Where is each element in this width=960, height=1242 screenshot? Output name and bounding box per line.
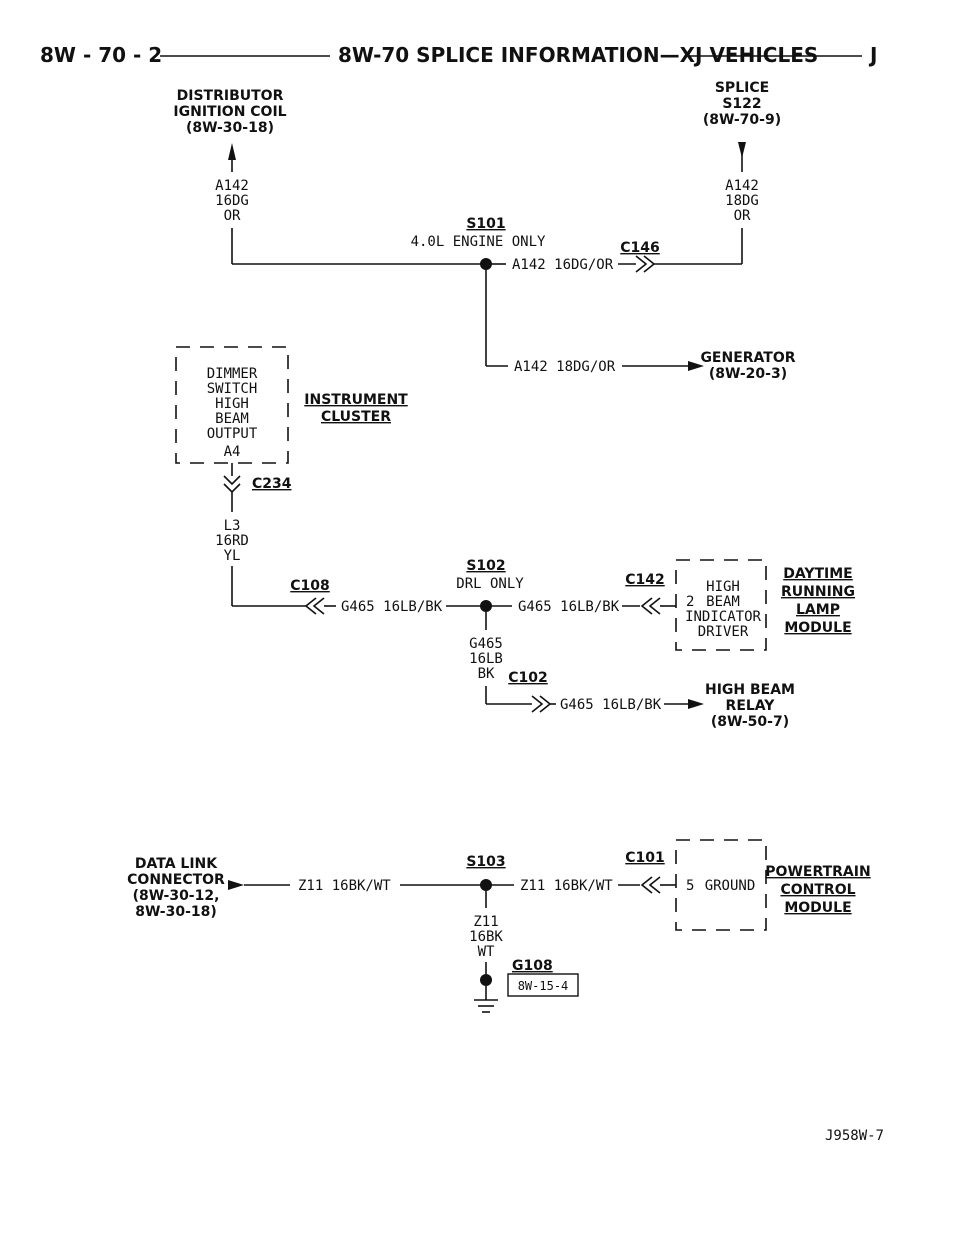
connector-c234-icon <box>223 475 241 494</box>
l3-color: YL <box>224 548 241 564</box>
pcm-label-3: MODULE <box>784 900 851 916</box>
drl-module-label-4: MODULE <box>784 620 851 636</box>
right-wire-color: OR <box>734 208 751 224</box>
ground-symbol-icon <box>474 999 498 1013</box>
drl-module-label-2: RUNNING <box>781 584 855 600</box>
splice-s122-label-3: (8W-70-9) <box>703 112 781 128</box>
cluster-box-pin: A4 <box>224 444 241 460</box>
page-title: 8W-70 SPLICE INFORMATION—XJ VEHICLES <box>338 43 818 67</box>
dlc-label-4: 8W-30-18) <box>135 904 217 920</box>
connector-c102-icon <box>531 695 552 713</box>
l3-circuit: L3 <box>224 518 241 534</box>
s103-down-color: WT <box>478 944 495 960</box>
drl-module-label-1: DAYTIME <box>783 566 853 582</box>
pcm-box <box>675 839 767 931</box>
s102-note: DRL ONLY <box>456 576 524 592</box>
figure-id: J958W-7 <box>825 1128 884 1144</box>
arrow-up-icon <box>228 143 236 160</box>
connector-c146-icon <box>635 255 656 273</box>
right-wire-circuit: A142 <box>725 178 759 194</box>
s103-down-circuit: Z11 <box>473 914 498 930</box>
s103-right-wire-label: Z11 16BK/WT <box>520 878 613 894</box>
instrument-cluster-box <box>175 346 289 464</box>
c142-connector-label: C142 <box>625 572 665 588</box>
distributor-label-1: DISTRIBUTOR <box>177 88 284 104</box>
arrow-left-icon <box>228 880 244 890</box>
splice-dot-s101 <box>480 258 492 270</box>
page-number: 8W - 70 - 2 <box>40 43 162 67</box>
relay-label-1: HIGH BEAM <box>705 682 795 698</box>
vehicle-code: J <box>868 43 877 67</box>
connector-c101-icon <box>640 876 661 894</box>
cluster-box-line-2: SWITCH <box>207 381 258 397</box>
s102-down-gauge: 16LB <box>469 651 503 667</box>
ground-ref-box <box>507 973 579 997</box>
pcm-box-label: GROUND <box>705 878 756 894</box>
right-wire-gauge: 18DG <box>725 193 759 209</box>
cluster-box-line-1: DIMMER <box>207 366 258 382</box>
s103-down-gauge: 16BK <box>469 929 503 945</box>
arrow-right-icon <box>688 699 704 709</box>
generator-label-2: (8W-20-3) <box>709 366 787 382</box>
splice-dot-s102 <box>480 600 492 612</box>
c234-connector-label: C234 <box>252 476 292 492</box>
s102-down-circuit: G465 <box>469 636 503 652</box>
pcm-box-pin: 5 <box>686 878 694 894</box>
splice-dot-s103 <box>480 879 492 891</box>
pcm-label-2: CONTROL <box>780 882 855 898</box>
splice-s122-label-2: S122 <box>722 96 761 112</box>
drl-box-line-1: HIGH <box>706 579 740 595</box>
s102-relay-wire-label: G465 16LB/BK <box>560 697 662 713</box>
s103-section: DATA LINK CONNECTOR (8W-30-12, 8W-30-18)… <box>127 839 871 1013</box>
drl-box-line-2: BEAM <box>706 594 740 610</box>
g108-ground-label: G108 <box>512 958 553 974</box>
dlc-label-1: DATA LINK <box>135 856 218 872</box>
drl-box-line-3: INDICATOR <box>685 609 761 625</box>
relay-label-2: RELAY <box>726 698 776 714</box>
left-wire-circuit: A142 <box>215 178 249 194</box>
c102-connector-label: C102 <box>508 670 548 686</box>
ground-eyelet-icon <box>480 974 492 986</box>
connector-c142-icon <box>640 597 661 615</box>
s102-splice-label: S102 <box>466 558 505 574</box>
s102-section: DIMMER SWITCH HIGH BEAM OUTPUT A4 INSTRU… <box>175 346 855 730</box>
dlc-label-2: CONNECTOR <box>127 872 225 888</box>
distributor-label-2: IGNITION COIL <box>173 104 286 120</box>
c146-connector-label: C146 <box>620 240 660 256</box>
s103-splice-label: S103 <box>466 854 505 870</box>
splice-s122-label-1: SPLICE <box>715 80 769 96</box>
s101-section: DISTRIBUTOR IGNITION COIL (8W-30-18) SPL… <box>173 80 795 382</box>
dlc-label-3: (8W-30-12, <box>133 888 220 904</box>
s102-down-color: BK <box>478 666 495 682</box>
drl-module-box <box>675 559 767 651</box>
s102-right-wire-label: G465 16LB/BK <box>518 599 620 615</box>
left-wire-gauge: 16DG <box>215 193 249 209</box>
cluster-box-line-5: OUTPUT <box>207 426 258 442</box>
drl-box-line-4: DRIVER <box>698 624 749 640</box>
s101-bottom-wire-label: A142 18DG/OR <box>514 359 616 375</box>
s102-left-wire-label: G465 16LB/BK <box>341 599 443 615</box>
s103-left-wire-label: Z11 16BK/WT <box>298 878 391 894</box>
c101-connector-label: C101 <box>625 850 665 866</box>
ground-ref-label: 8W-15-4 <box>518 979 569 993</box>
l3-gauge: 16RD <box>215 533 249 549</box>
pcm-label-1: POWERTRAIN <box>765 864 870 880</box>
c108-connector-label: C108 <box>290 578 330 594</box>
left-wire-color: OR <box>224 208 241 224</box>
instrument-cluster-label-1: INSTRUMENT <box>304 392 408 408</box>
arrow-right-icon <box>688 361 704 371</box>
distributor-label-3: (8W-30-18) <box>186 120 274 136</box>
drl-box-pin: 2 <box>686 594 694 610</box>
s101-splice-label: S101 <box>466 216 505 232</box>
relay-label-3: (8W-50-7) <box>711 714 789 730</box>
s101-note: 4.0L ENGINE ONLY <box>411 234 546 250</box>
instrument-cluster-label-2: CLUSTER <box>321 409 391 425</box>
cluster-box-line-3: HIGH <box>215 396 249 412</box>
cluster-box-line-4: BEAM <box>215 411 249 427</box>
s101-top-wire-label: A142 16DG/OR <box>512 257 614 273</box>
drl-module-label-3: LAMP <box>796 602 840 618</box>
generator-label-1: GENERATOR <box>700 350 795 366</box>
connector-c108-icon <box>304 597 325 615</box>
